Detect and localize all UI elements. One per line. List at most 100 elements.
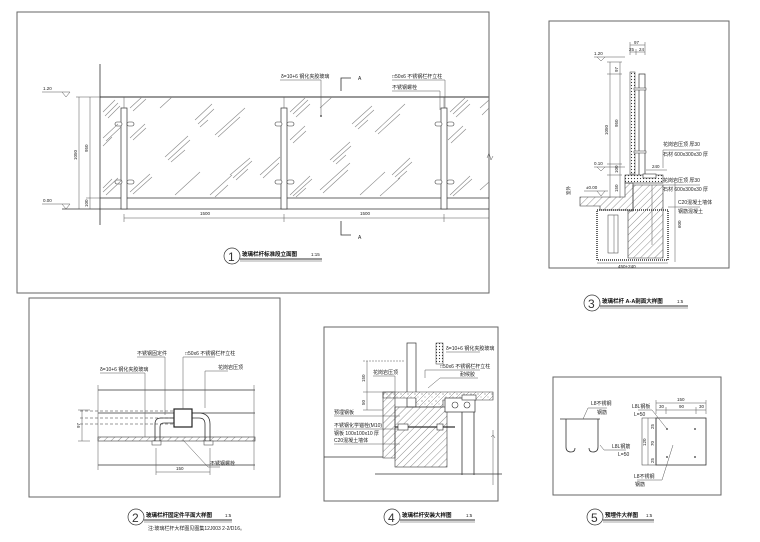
- cladding-left: [382, 391, 396, 459]
- dim-total-label: 1050: [73, 149, 78, 160]
- detail-2-leaders: δ=10+6 钢化夹胶玻璃 不锈钢固定件 □50x6 不锈钢栏杆立柱 花岗岩压顶…: [100, 350, 243, 468]
- svg-text:25: 25: [650, 457, 655, 463]
- svg-text:±0.00: ±0.00: [586, 185, 598, 190]
- level-marker-top: 1.20: [42, 86, 71, 98]
- detail-5-title-block: 5 预埋件大样图 1:5: [586, 508, 654, 526]
- svg-text:25: 25: [629, 47, 635, 52]
- detail-4-installation: 150 50 δ=10+6 钢化夹胶玻璃 □50x6 不锈钢栏杆立柱 耐候胶 花…: [323, 326, 502, 526]
- detail-3-notes: 花岗岩压顶 厚30 石材 600x300x30 厚 花岗岩压顶 厚30 石材 6…: [662, 141, 712, 215]
- span-2-label: 1500: [360, 211, 371, 216]
- svg-text:150: 150: [176, 466, 184, 471]
- glass-clamps: [114, 121, 455, 185]
- svg-text:950: 950: [614, 119, 619, 127]
- concrete-block: [394, 406, 448, 468]
- rebar-hook-right: [588, 419, 599, 453]
- dim-glass-label: 950: [84, 144, 89, 152]
- svg-text:24: 24: [639, 47, 645, 52]
- detail-1-elevation: 1.20 0.00 1050 950 100 1500 1500: [16, 11, 494, 294]
- embed-plate: [655, 417, 707, 466]
- glass-section: [629, 71, 636, 175]
- section-mark-top: A: [340, 76, 362, 91]
- svg-text:花岗岩压顶: 花岗岩压顶: [373, 369, 398, 376]
- post-3: [440, 97, 448, 210]
- detail-3-number: 3: [588, 297, 595, 311]
- post-2: [280, 97, 288, 210]
- detail-4-dims: 150 50: [361, 360, 405, 411]
- svg-text:97: 97: [634, 40, 640, 45]
- detail-2-scale: 1:5: [225, 513, 232, 518]
- svg-text:600: 600: [677, 220, 682, 228]
- detail-1-title: 玻璃栏杆标准段立面图: [242, 250, 298, 258]
- svg-text:90: 90: [679, 404, 685, 409]
- level-mid: 0.10: [594, 161, 625, 172]
- break-mark-right: [486, 152, 494, 161]
- detail-4-title-block: 4 玻璃栏杆安装大样图 1:5: [383, 508, 475, 526]
- svg-text:150: 150: [361, 374, 366, 382]
- svg-text:δ=10+6 钢化夹胶玻璃: δ=10+6 钢化夹胶玻璃: [446, 345, 494, 352]
- svg-text:耐候胶: 耐候胶: [460, 371, 475, 378]
- svg-text:不锈钢螺栓: 不锈钢螺栓: [210, 460, 235, 467]
- svg-text:钢板 100x100x10 厚: 钢板 100x100x10 厚: [334, 430, 379, 437]
- level-top-label: 1.20: [43, 86, 52, 91]
- detail-1-number: 1: [228, 250, 235, 264]
- detail-1-title-block: 1 玻璃栏杆标准段立面图 1:15: [223, 247, 322, 265]
- detail-3-frame: [548, 20, 730, 269]
- detail-5-number: 5: [591, 511, 598, 525]
- svg-text:δ=10+6 钢化夹胶玻璃: δ=10+6 钢化夹胶玻璃: [281, 73, 329, 80]
- detail-5-frame: [552, 376, 722, 496]
- detail-4-title: 玻璃栏杆安装大样图: [402, 511, 452, 519]
- rebar-hook-left: [565, 419, 576, 453]
- svg-text:钢筋: 钢筋: [597, 409, 607, 416]
- svg-text:花岗岩压顶: 花岗岩压顶: [218, 364, 243, 371]
- svg-text:0.10: 0.10: [594, 161, 603, 166]
- svg-text:□50x6 不锈钢栏杆立柱: □50x6 不锈钢栏杆立柱: [440, 363, 490, 370]
- detail-4-notes: δ=10+6 钢化夹胶玻璃 □50x6 不锈钢栏杆立柱 耐候胶 花岗岩压顶 预埋…: [334, 345, 494, 445]
- detail-3-section: 1.20 0.10 ±0.00 室外 1050 950 97 100 150: [548, 20, 730, 312]
- detail-2-frame: [28, 297, 281, 498]
- svg-text:石材 600x300x30 厚: 石材 600x300x30 厚: [663, 186, 708, 193]
- svg-text:25: 25: [650, 423, 655, 429]
- level-marker-bottom: 0.00: [42, 198, 71, 210]
- detail-3-scale: 1:5: [677, 299, 684, 304]
- detail-5-title: 预埋件大样图: [605, 511, 639, 519]
- svg-text:L8L钢板: L8L钢板: [632, 403, 650, 410]
- vertical-dimensions: 1050 950 100: [73, 96, 100, 209]
- level-ground: ±0.00 室外: [565, 185, 608, 197]
- glass-plan: [97, 436, 256, 442]
- detail-4-scale: 1:5: [466, 513, 473, 518]
- svg-text:450+240: 450+240: [618, 264, 636, 269]
- svg-text:钢筋: 钢筋: [635, 481, 645, 488]
- anchor-plate: [444, 397, 476, 413]
- concrete-wall: [627, 184, 664, 259]
- glass-section: [435, 342, 444, 365]
- svg-text:100: 100: [614, 165, 619, 173]
- detail-2-title: 玻璃栏杆固定件平面大样图: [146, 511, 213, 519]
- svg-text:□50x6 不锈钢栏杆立柱: □50x6 不锈钢栏杆立柱: [392, 73, 442, 80]
- svg-text:30: 30: [699, 404, 705, 409]
- svg-text:97: 97: [614, 66, 619, 72]
- svg-text:L8L钢筋: L8L钢筋: [612, 443, 630, 450]
- detail-3-vertical-dims: 1050 950 97 100 150: [604, 61, 622, 198]
- svg-text:石材 600x300x30 厚: 石材 600x300x30 厚: [663, 151, 708, 158]
- post-plan: [173, 408, 193, 428]
- svg-text:花岗岩压顶 厚30: 花岗岩压顶 厚30: [663, 141, 700, 148]
- detail-2-plan: δ=10+6 钢化夹胶玻璃 不锈钢固定件 □50x6 不锈钢栏杆立柱 花岗岩压顶…: [28, 297, 281, 532]
- detail-5-dims: 150 30 90 30 120 25 70 25: [642, 397, 707, 465]
- svg-text:1.20: 1.20: [594, 51, 603, 56]
- svg-text:钢筋混凝土: 钢筋混凝土: [678, 208, 703, 215]
- detail-4-frame: [323, 326, 499, 502]
- leader-glass: δ=10+6 钢化夹胶玻璃: [280, 73, 329, 117]
- detail-5-notes: L8不锈钢 钢筋 L8L钢筋 L=50 L8L钢板 L=50 L8不锈钢 钢筋: [582, 400, 674, 488]
- svg-text:150: 150: [614, 184, 619, 192]
- svg-text:30: 30: [659, 404, 665, 409]
- svg-text:C20混凝土墙体: C20混凝土墙体: [334, 437, 368, 444]
- detail-5-embed: 150 30 90 30 120 25 70 25 L8不锈钢 钢筋 L8L钢筋…: [552, 376, 722, 526]
- detail-3-cap-dim: 240 600 450+240: [597, 164, 682, 269]
- svg-text:97: 97: [76, 422, 81, 428]
- detail-5-scale: 1:5: [646, 513, 653, 518]
- post-1: [120, 97, 128, 210]
- svg-text:50: 50: [361, 399, 366, 405]
- svg-text:L8不锈钢: L8不锈钢: [591, 400, 612, 407]
- svg-text:花岗岩压顶 厚30: 花岗岩压顶 厚30: [663, 177, 700, 184]
